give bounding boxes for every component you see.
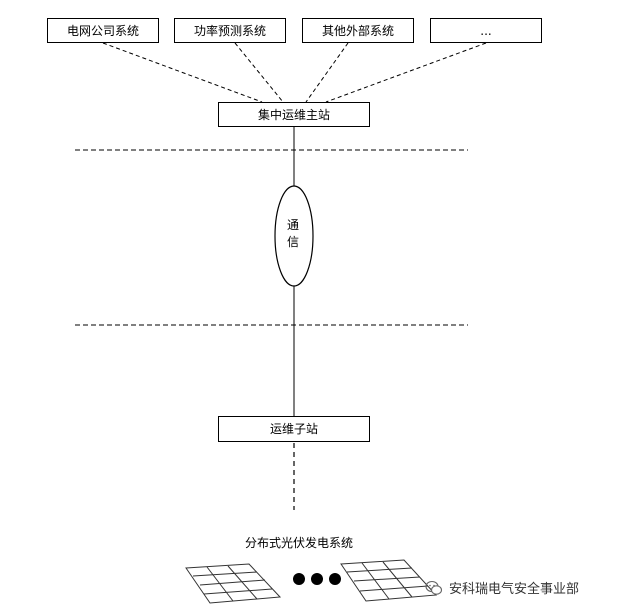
power-forecast-system-label: 功率预测系统 [193, 23, 266, 38]
more-dot-2 [311, 573, 323, 585]
more-dot-1 [293, 573, 305, 585]
link-external-to-master [305, 42, 349, 103]
pv-system-label: 分布式光伏发电系统 [245, 536, 354, 550]
substation-box: 运维子站 [218, 416, 370, 442]
pv-panel-left-icon [185, 563, 282, 604]
master-station-box: 集中运维主站 [218, 102, 370, 127]
communication-ellipse [274, 185, 314, 287]
link-forecast-to-master [234, 42, 284, 103]
grid-company-system-box: 电网公司系统 [47, 18, 159, 43]
power-forecast-system-box: 功率预测系统 [174, 18, 286, 43]
more-systems-label: ... [480, 23, 492, 38]
other-external-system-label: 其他外部系统 [321, 23, 394, 38]
other-external-system-box: 其他外部系统 [302, 18, 414, 43]
more-systems-box: ... [430, 18, 542, 43]
grid-company-system-label: 电网公司系统 [66, 23, 139, 38]
wechat-icon [425, 580, 443, 595]
more-dot-3 [329, 573, 341, 585]
communication-label-line1: 通 [287, 218, 300, 232]
link-other-to-master [325, 42, 487, 103]
link-grid-to-master [102, 42, 263, 103]
communication-label-line2: 信 [287, 235, 300, 249]
substation-label: 运维子站 [269, 422, 318, 436]
pv-panel-right-icon [340, 559, 438, 602]
watermark-text: 安科瑞电气安全事业部 [449, 582, 580, 597]
master-station-label: 集中运维主站 [257, 107, 330, 122]
watermark: 安科瑞电气安全事业部 [425, 578, 579, 597]
